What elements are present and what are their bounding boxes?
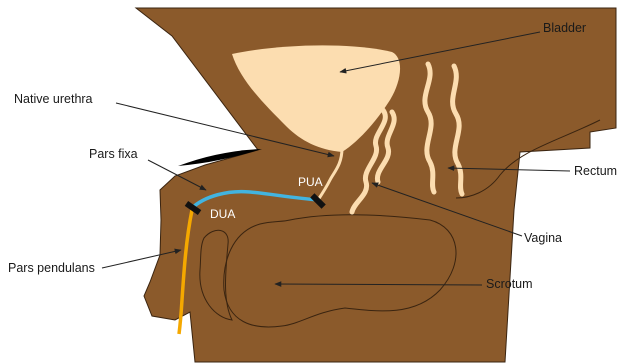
scrotum-label: Scrotum	[486, 277, 533, 291]
rectum-label: Rectum	[574, 164, 617, 178]
dua-label: DUA	[210, 207, 235, 221]
bladder-label: Bladder	[543, 21, 586, 35]
pars-pendulans-label: Pars pendulans	[8, 261, 95, 275]
pars-fixa-label: Pars fixa	[89, 147, 138, 161]
pua-label: PUA	[298, 175, 323, 189]
vagina-label: Vagina	[524, 231, 562, 245]
native-urethra-label: Native urethra	[14, 92, 93, 106]
